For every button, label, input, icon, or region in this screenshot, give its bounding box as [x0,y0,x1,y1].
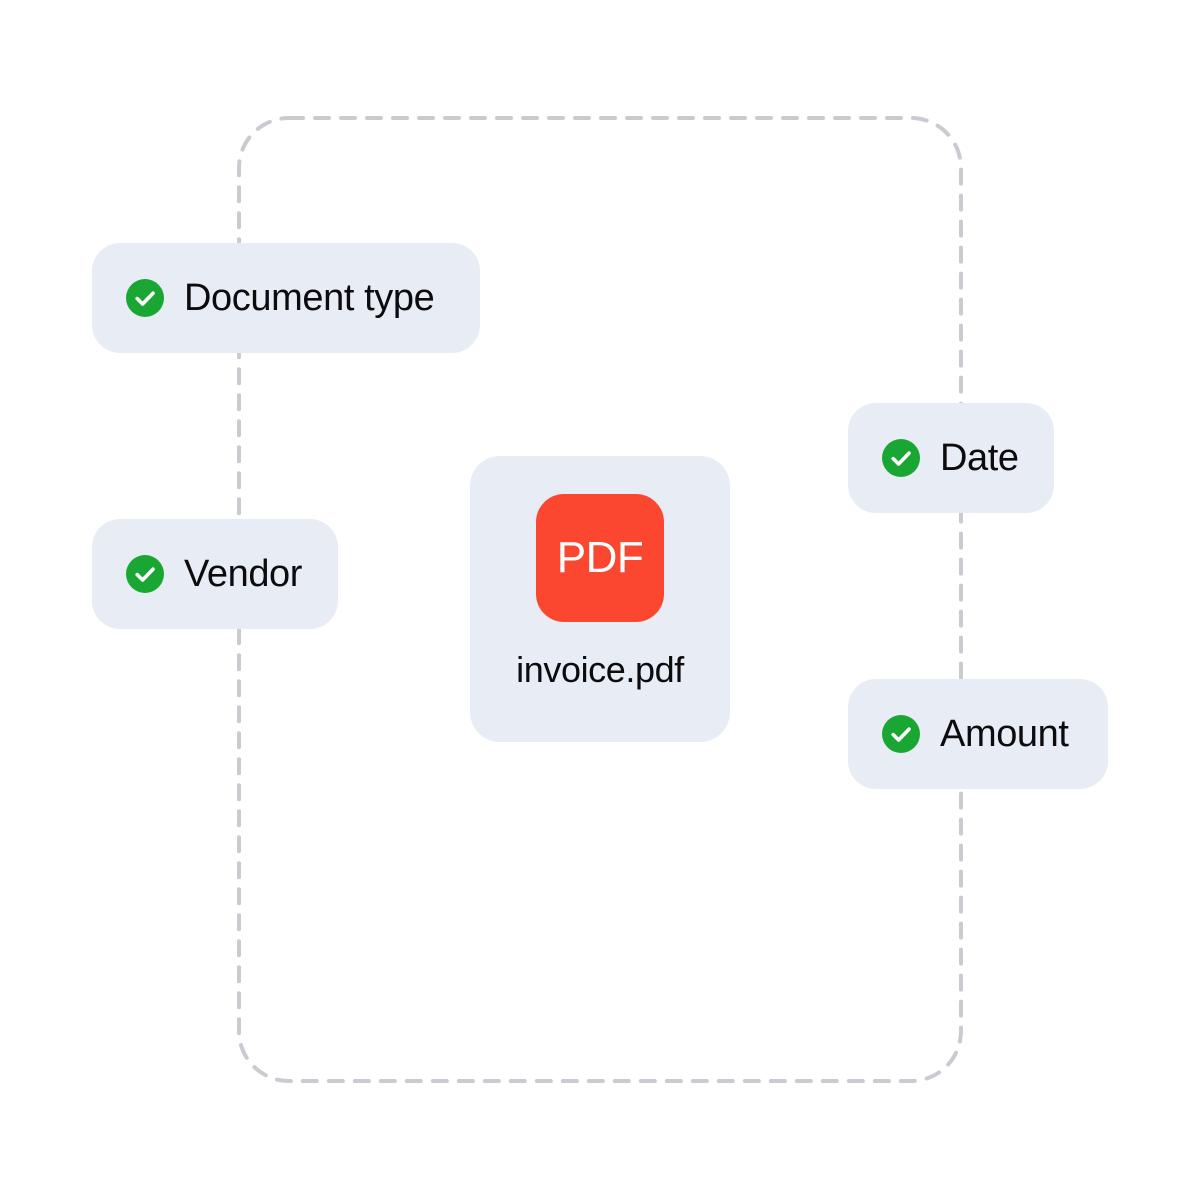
field-chip-label: Vendor [184,553,303,595]
field-chip-amount[interactable]: Amount [848,679,1108,789]
check-circle-icon [126,555,164,593]
field-chip-vendor[interactable]: Vendor [92,519,338,629]
pdf-file-icon: PDF [536,494,664,622]
check-circle-icon [126,279,164,317]
file-card[interactable]: PDF invoice.pdf [470,456,730,742]
field-chip-date[interactable]: Date [848,403,1054,513]
pdf-badge-label: PDF [556,533,644,582]
check-circle-icon [882,439,920,477]
field-chip-document-type[interactable]: Document type [92,243,480,353]
file-name-label: invoice.pdf [516,649,684,690]
check-circle-icon [882,715,920,753]
field-chip-label: Amount [940,713,1069,755]
field-chip-label: Document type [184,277,435,319]
field-chip-label: Date [940,437,1019,479]
